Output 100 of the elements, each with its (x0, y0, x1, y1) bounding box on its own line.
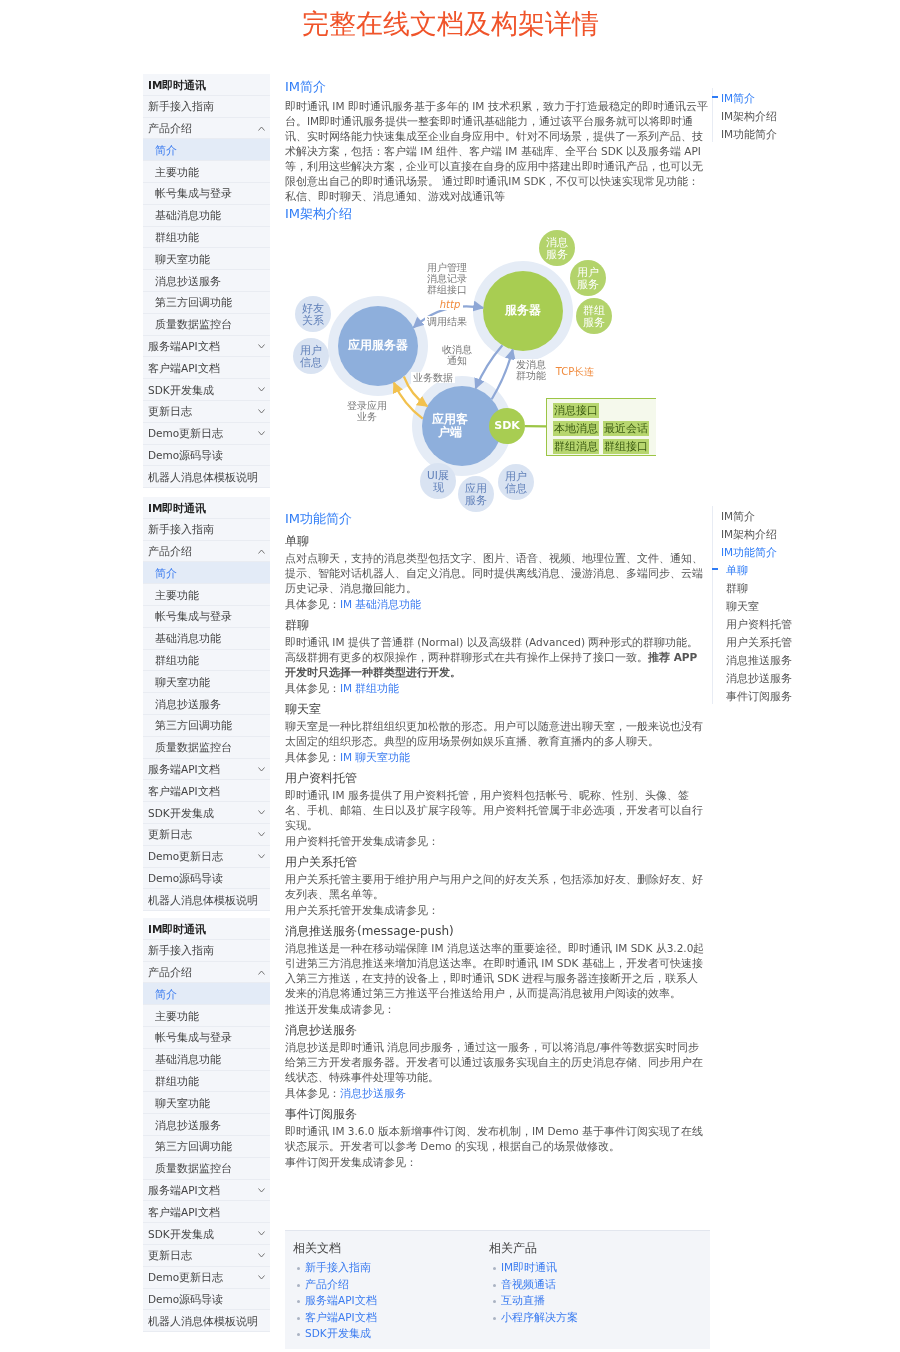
nav-link: Demo源码导读 (148, 872, 224, 886)
nav-link: 基础消息功能 (155, 632, 221, 646)
arrow (392, 381, 424, 420)
nav-link: 服务端API文档 (148, 340, 220, 354)
module-circle (293, 338, 329, 374)
node-label: 消息服务 (546, 236, 568, 260)
toc-link: 消息抄送服务 (726, 671, 792, 685)
nav-link: SDK开发集成 (148, 383, 214, 397)
reference-text: 具体参见： (285, 682, 340, 694)
toc-link: IM简介 (721, 509, 756, 523)
node-label: 用户信息 (505, 470, 527, 494)
nav-link: 第三方回调功能 (155, 719, 232, 733)
nav-link: 机器人消息体模板说明 (148, 470, 258, 484)
diagram-note: 用户管理消息记录群组接口 (425, 262, 469, 295)
node-label: 群组服务 (583, 304, 605, 328)
nav-link: Demo更新日志 (148, 850, 224, 864)
subsection-heading: 群聊 (285, 617, 310, 634)
nav-link: 更新日志 (148, 1249, 192, 1263)
nav-link: Demo源码导读 (148, 1293, 224, 1307)
nav-link: 机器人消息体模板说明 (148, 893, 258, 907)
nav-link: SDK开发集成 (148, 806, 214, 820)
footer-link: 客户端API文档 (305, 1310, 377, 1325)
nav-link: 消息抄送服务 (155, 697, 221, 711)
subsection-heading: 事件订阅服务 (285, 1106, 358, 1123)
toc-link: 聊天室 (726, 599, 759, 613)
nav-heading: IM即时通讯 (148, 78, 207, 92)
toc-link: 群聊 (726, 581, 748, 595)
node-label: 服务器 (504, 304, 542, 318)
doc-link: IM 聊天室功能 (340, 751, 411, 763)
nav-link: 新手接入指南 (148, 944, 214, 958)
nav-link: 第三方回调功能 (155, 296, 232, 310)
toc-link: 用户资料托管 (726, 617, 792, 631)
reference-text: 推送开发集成请参见： (285, 1003, 395, 1015)
nav-link: 聊天室功能 (155, 1096, 210, 1110)
nav-link: 基础消息功能 (155, 209, 221, 223)
node-label: 应用客户端 (431, 412, 469, 440)
interface-box: 消息接口 (553, 403, 599, 418)
nav-link: 消息抄送服务 (155, 1118, 221, 1132)
paragraph: 用户关系托管主要用于维护用户与用户之间的好友关系，包括添加好友、删除好友、好友列表、黑名单等。 (285, 872, 704, 902)
nav-link: 质量数据监控台 (155, 1162, 232, 1176)
service-circle (576, 298, 612, 334)
page-title: 完整在线文档及构架详情 (300, 7, 600, 41)
toc-link: 消息推送服务 (726, 653, 792, 667)
nav-link: 服务端API文档 (148, 763, 220, 777)
edge-label: 收消息通知 (440, 344, 473, 366)
nav-link: Demo源码导读 (148, 449, 224, 463)
arrow (490, 348, 516, 400)
nav-link: 客户端API文档 (148, 361, 220, 375)
node-label: UI展现 (427, 469, 449, 493)
nav-link: 帐号集成与登录 (155, 1031, 232, 1045)
paragraph: 聊天室是一种比群组组织更加松散的形态。用户可以随意进出聊天室，一般来说也没有太固定的组织形态。典型的应用场景例如娱乐直播、教育直播内的多人聊天。 (285, 719, 704, 749)
nav-link: Demo更新日志 (148, 1271, 224, 1285)
reference-text: 事件订阅开发集成请参见： (285, 1156, 417, 1168)
section-heading: IM架构介绍 (285, 205, 354, 223)
nav-link: 帐号集成与登录 (155, 610, 232, 624)
reference-text: 具体参见： (285, 1087, 340, 1099)
section-heading: IM简介 (285, 78, 328, 96)
subsection-heading: 单聊 (285, 533, 310, 550)
footer-link: IM即时通讯 (501, 1261, 558, 1275)
sdk-circle (489, 408, 525, 444)
module-circle (295, 296, 331, 332)
footer-link: 产品介绍 (305, 1277, 349, 1292)
connector-line (525, 425, 546, 428)
nav-link: 质量数据监控台 (155, 318, 232, 332)
doc-link: 消息抄送服务 (340, 1087, 406, 1099)
diagram-note: 调用结果 (425, 316, 469, 327)
subsection-heading: 用户关系托管 (285, 854, 358, 871)
reference-text: 具体参见： (285, 751, 340, 763)
arrow (402, 376, 429, 408)
nav-link: 简介 (155, 143, 177, 157)
nav-link: 聊天室功能 (155, 252, 210, 266)
subsection-heading: 消息抄送服务 (285, 1022, 358, 1039)
toc-link: IM架构介绍 (721, 109, 778, 123)
nav-link: 产品介绍 (148, 966, 192, 980)
nav-link: 客户端API文档 (148, 1205, 220, 1219)
nav-link: 主要功能 (155, 165, 199, 179)
doc-link: IM 基础消息功能 (340, 598, 422, 610)
paragraph: 即时通讯 IM 即时通讯服务基于多年的 IM 技术积累，致力于打造最稳定的即时通讯云平台。IM即时通讯服务提供一整套即时通讯基础能力，通过该平台服务就可以将即时通讯、实时网络能力快速集成至企业自身应用中。针对不同场景，提供了一系列产品、技术解决方案，包括：客户端 IM 组件、客户端 IM 基础库、全平台 SDK 以及服务端 API 等，利用这些解决方案，企业可以直接在自身的应用中搭建出即时通讯产品，也可以无限创意出自己的即时通讯场景。 通过即时通讯IM SDK，不仅可以快速实现常见功能：私信、即时聊天、消息通知、游戏对战通讯等 (285, 99, 709, 204)
node-label: SDK (493, 419, 521, 432)
reference-text: 具体参见： (285, 598, 340, 610)
toc-link: 用户关系托管 (726, 635, 792, 649)
nav-heading: IM即时通讯 (148, 501, 207, 515)
nav-link: 产品介绍 (148, 122, 192, 136)
nav-link: 新手接入指南 (148, 100, 214, 114)
service-circle (570, 260, 606, 296)
paragraph: 点对点聊天，支持的消息类型包括文字、图片、语音、视频、地理位置、文件、通知、提示、智能对话机器人、自定义消息。同时提供离线消息、漫游消息、多端同步、云端历史记录、消息撤回能力。 (285, 551, 704, 596)
nav-link: 第三方回调功能 (155, 1140, 232, 1154)
module-circle (498, 464, 534, 500)
footer-link: SDK开发集成 (305, 1327, 371, 1341)
nav-link: SDK开发集成 (148, 1227, 214, 1241)
nav-link: 群组功能 (155, 1075, 199, 1089)
node-label: 用户信息 (300, 344, 322, 368)
nav-link: 客户端API文档 (148, 784, 220, 798)
nav-link: 消息抄送服务 (155, 274, 221, 288)
nav-link: 质量数据监控台 (155, 741, 232, 755)
subsection-heading: 聊天室 (285, 701, 322, 718)
footer-heading: 相关文档 (293, 1240, 341, 1257)
node-label: 应用服务器 (347, 339, 409, 353)
paragraph: 即时通讯 IM 3.6.0 版本新增事件订阅、发布机制，IM Demo 基于事件订阅实现了在线状态展示。开发者可以参考 Demo 的实现，根据自己的场景做修改。 (285, 1124, 704, 1154)
nav-link: 群组功能 (155, 231, 199, 245)
